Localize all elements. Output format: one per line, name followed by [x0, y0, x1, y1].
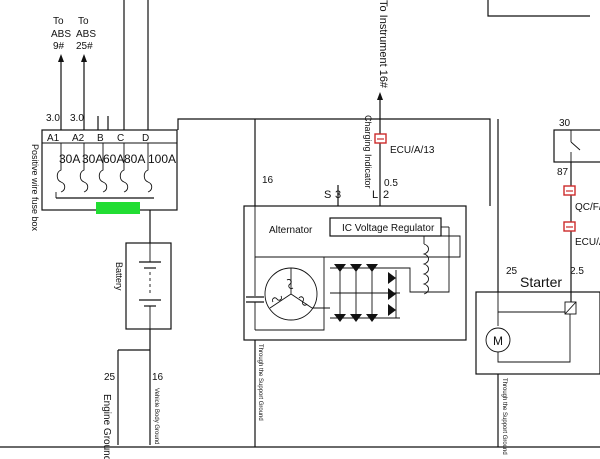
alternator-feed-loop [177, 118, 491, 206]
alternator-wire-05: 0.5 [384, 178, 398, 189]
fuse-element-d [143, 143, 153, 193]
instrument-arrow [377, 92, 383, 100]
fuse-rating-c: 80A [124, 152, 145, 166]
abs-right-gauge: 3.0 [70, 113, 84, 124]
starter-support-ground-label: Through the Support Ground [501, 378, 507, 455]
charging-connector: ECU/A/13 [390, 145, 435, 156]
top-right-wire [487, 0, 590, 17]
abs-left-arrow [58, 54, 64, 62]
fuse-element-c [119, 143, 129, 193]
abs-right-to: To [78, 16, 89, 27]
alternator-terminal-2: 2 [383, 189, 389, 201]
regulator-field-lead [424, 227, 450, 293]
fuse-terminal-d: D [142, 133, 149, 144]
stator-coil-2 [272, 295, 282, 303]
diode-icon-2 [350, 264, 362, 272]
diode-icon-9 [388, 304, 396, 316]
abs-right-abs: ABS [76, 29, 96, 40]
diode-icon-4 [334, 314, 346, 322]
fuse-rating-b: 60A [103, 152, 124, 166]
relay-connector-qc: QC/F/ [575, 202, 600, 213]
stator-phase-3 [290, 293, 313, 309]
diode-icon-8 [388, 288, 396, 300]
fuse-rating-a1: 30A [59, 152, 80, 166]
alternator-terminal-l: L [372, 189, 378, 201]
diode-icon-5 [350, 314, 362, 322]
diode-icon-1 [334, 264, 346, 272]
alternator-inner-loop [254, 206, 461, 258]
abs-left-abs: ABS [51, 29, 71, 40]
fuse-element-a1 [56, 143, 66, 193]
instrument-label: To Instrument 16# [377, 0, 389, 89]
fuse-rating-d: 100A [148, 152, 176, 166]
solenoid-diagonal [564, 301, 577, 315]
relay-pin-87: 87 [557, 167, 569, 178]
relay-connector-ecu: ECU/A/ [575, 237, 600, 248]
engine-ground-gauge: 25 [104, 372, 116, 383]
relay-contact-switch [570, 141, 581, 151]
fuse-shunt [96, 202, 140, 214]
alternator-label: Alternator [269, 225, 313, 236]
alternator-terminal-3: 3 [335, 189, 341, 201]
relay-box [553, 129, 600, 163]
field-link [400, 267, 424, 293]
abs-left-pin: 9# [53, 41, 65, 52]
fuse-terminal-a1: A1 [47, 133, 60, 144]
starter-motor-return [497, 314, 571, 363]
body-ground-label: Vehicle Body Ground [153, 388, 159, 444]
battery-box [125, 242, 172, 330]
battery-label: Battery [114, 262, 124, 291]
fuse-terminal-a2: A2 [72, 133, 85, 144]
body-ground-gauge: 16 [152, 372, 164, 383]
alternator-support-ground-label: Through the Support Ground [257, 344, 263, 421]
diode-icon-6 [366, 314, 378, 322]
charging-indicator-label: Charging Indicator [363, 115, 373, 189]
fuse-terminal-b: B [97, 133, 104, 144]
regulator-label: IC Voltage Regulator [342, 223, 435, 234]
abs-right-arrow [81, 54, 87, 62]
alternator-wire-16: 16 [262, 175, 274, 186]
diode-icon-7 [388, 272, 396, 284]
abs-left-to: To [53, 16, 64, 27]
abs-left-gauge: 3.0 [46, 113, 60, 124]
starter-wire-25b: 2.5 [570, 266, 584, 277]
stator-coil-1 [286, 279, 294, 289]
relay-pin-30: 30 [559, 118, 571, 129]
engine-ground-label: Engine Ground [101, 394, 112, 459]
fuse-rating-a2: 30A [82, 152, 103, 166]
stator-phase-2 [269, 293, 292, 309]
abs-right-pin: 25# [76, 41, 93, 52]
field-coil-icon [422, 243, 429, 295]
starter-motor-label: M [493, 334, 503, 348]
starter-wire-25a: 25 [506, 266, 518, 277]
fuse-box-title: Positive wire fuse box [30, 144, 40, 232]
fuse-element-b [98, 143, 108, 193]
alternator-terminal-s: S [324, 189, 331, 201]
rectifier-return [255, 257, 325, 331]
fuse-element-a2 [79, 143, 89, 193]
fuse-terminal-c: C [117, 133, 124, 144]
diode-icon-3 [366, 264, 378, 272]
starter-label: Starter [520, 274, 562, 290]
starter-box [475, 291, 600, 375]
stator-coil-3 [298, 296, 308, 306]
